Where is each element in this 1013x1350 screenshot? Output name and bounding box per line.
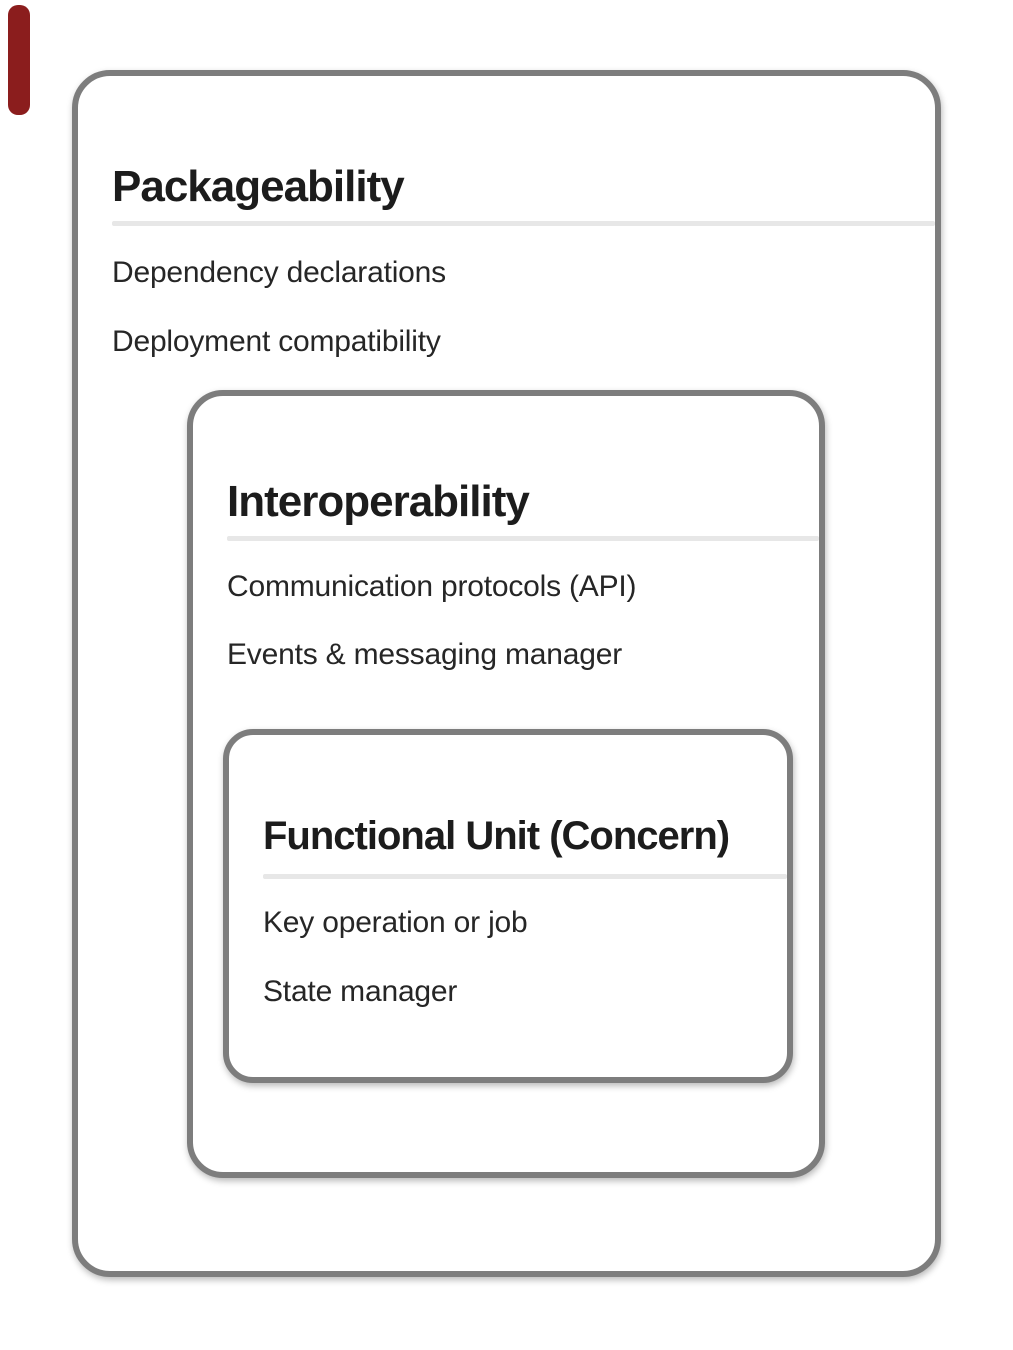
functional-unit-divider <box>263 874 787 879</box>
packageability-divider <box>112 221 935 226</box>
red-marker-bar <box>8 5 30 115</box>
packageability-title: Packageability <box>112 162 405 211</box>
functional-unit-item-key-operation: Key operation or job <box>263 906 528 939</box>
functional-unit-title: Functional Unit (Concern) <box>263 814 730 858</box>
interoperability-title: Interoperability <box>227 477 530 526</box>
interoperability-item-events-messaging: Events & messaging manager <box>227 638 623 671</box>
interoperability-item-communication-protocols: Communication protocols (API) <box>227 570 637 603</box>
interoperability-divider <box>227 536 819 541</box>
card-packageability: Packageability Dependency declarations D… <box>72 70 941 1277</box>
card-interoperability: Interoperability Communication protocols… <box>187 390 825 1178</box>
packageability-item-dependency-declarations: Dependency declarations <box>112 256 446 289</box>
packageability-item-deployment-compatibility: Deployment compatibility <box>112 325 441 358</box>
card-functional-unit: Functional Unit (Concern) Key operation … <box>223 729 793 1083</box>
functional-unit-item-state-manager: State manager <box>263 975 458 1008</box>
